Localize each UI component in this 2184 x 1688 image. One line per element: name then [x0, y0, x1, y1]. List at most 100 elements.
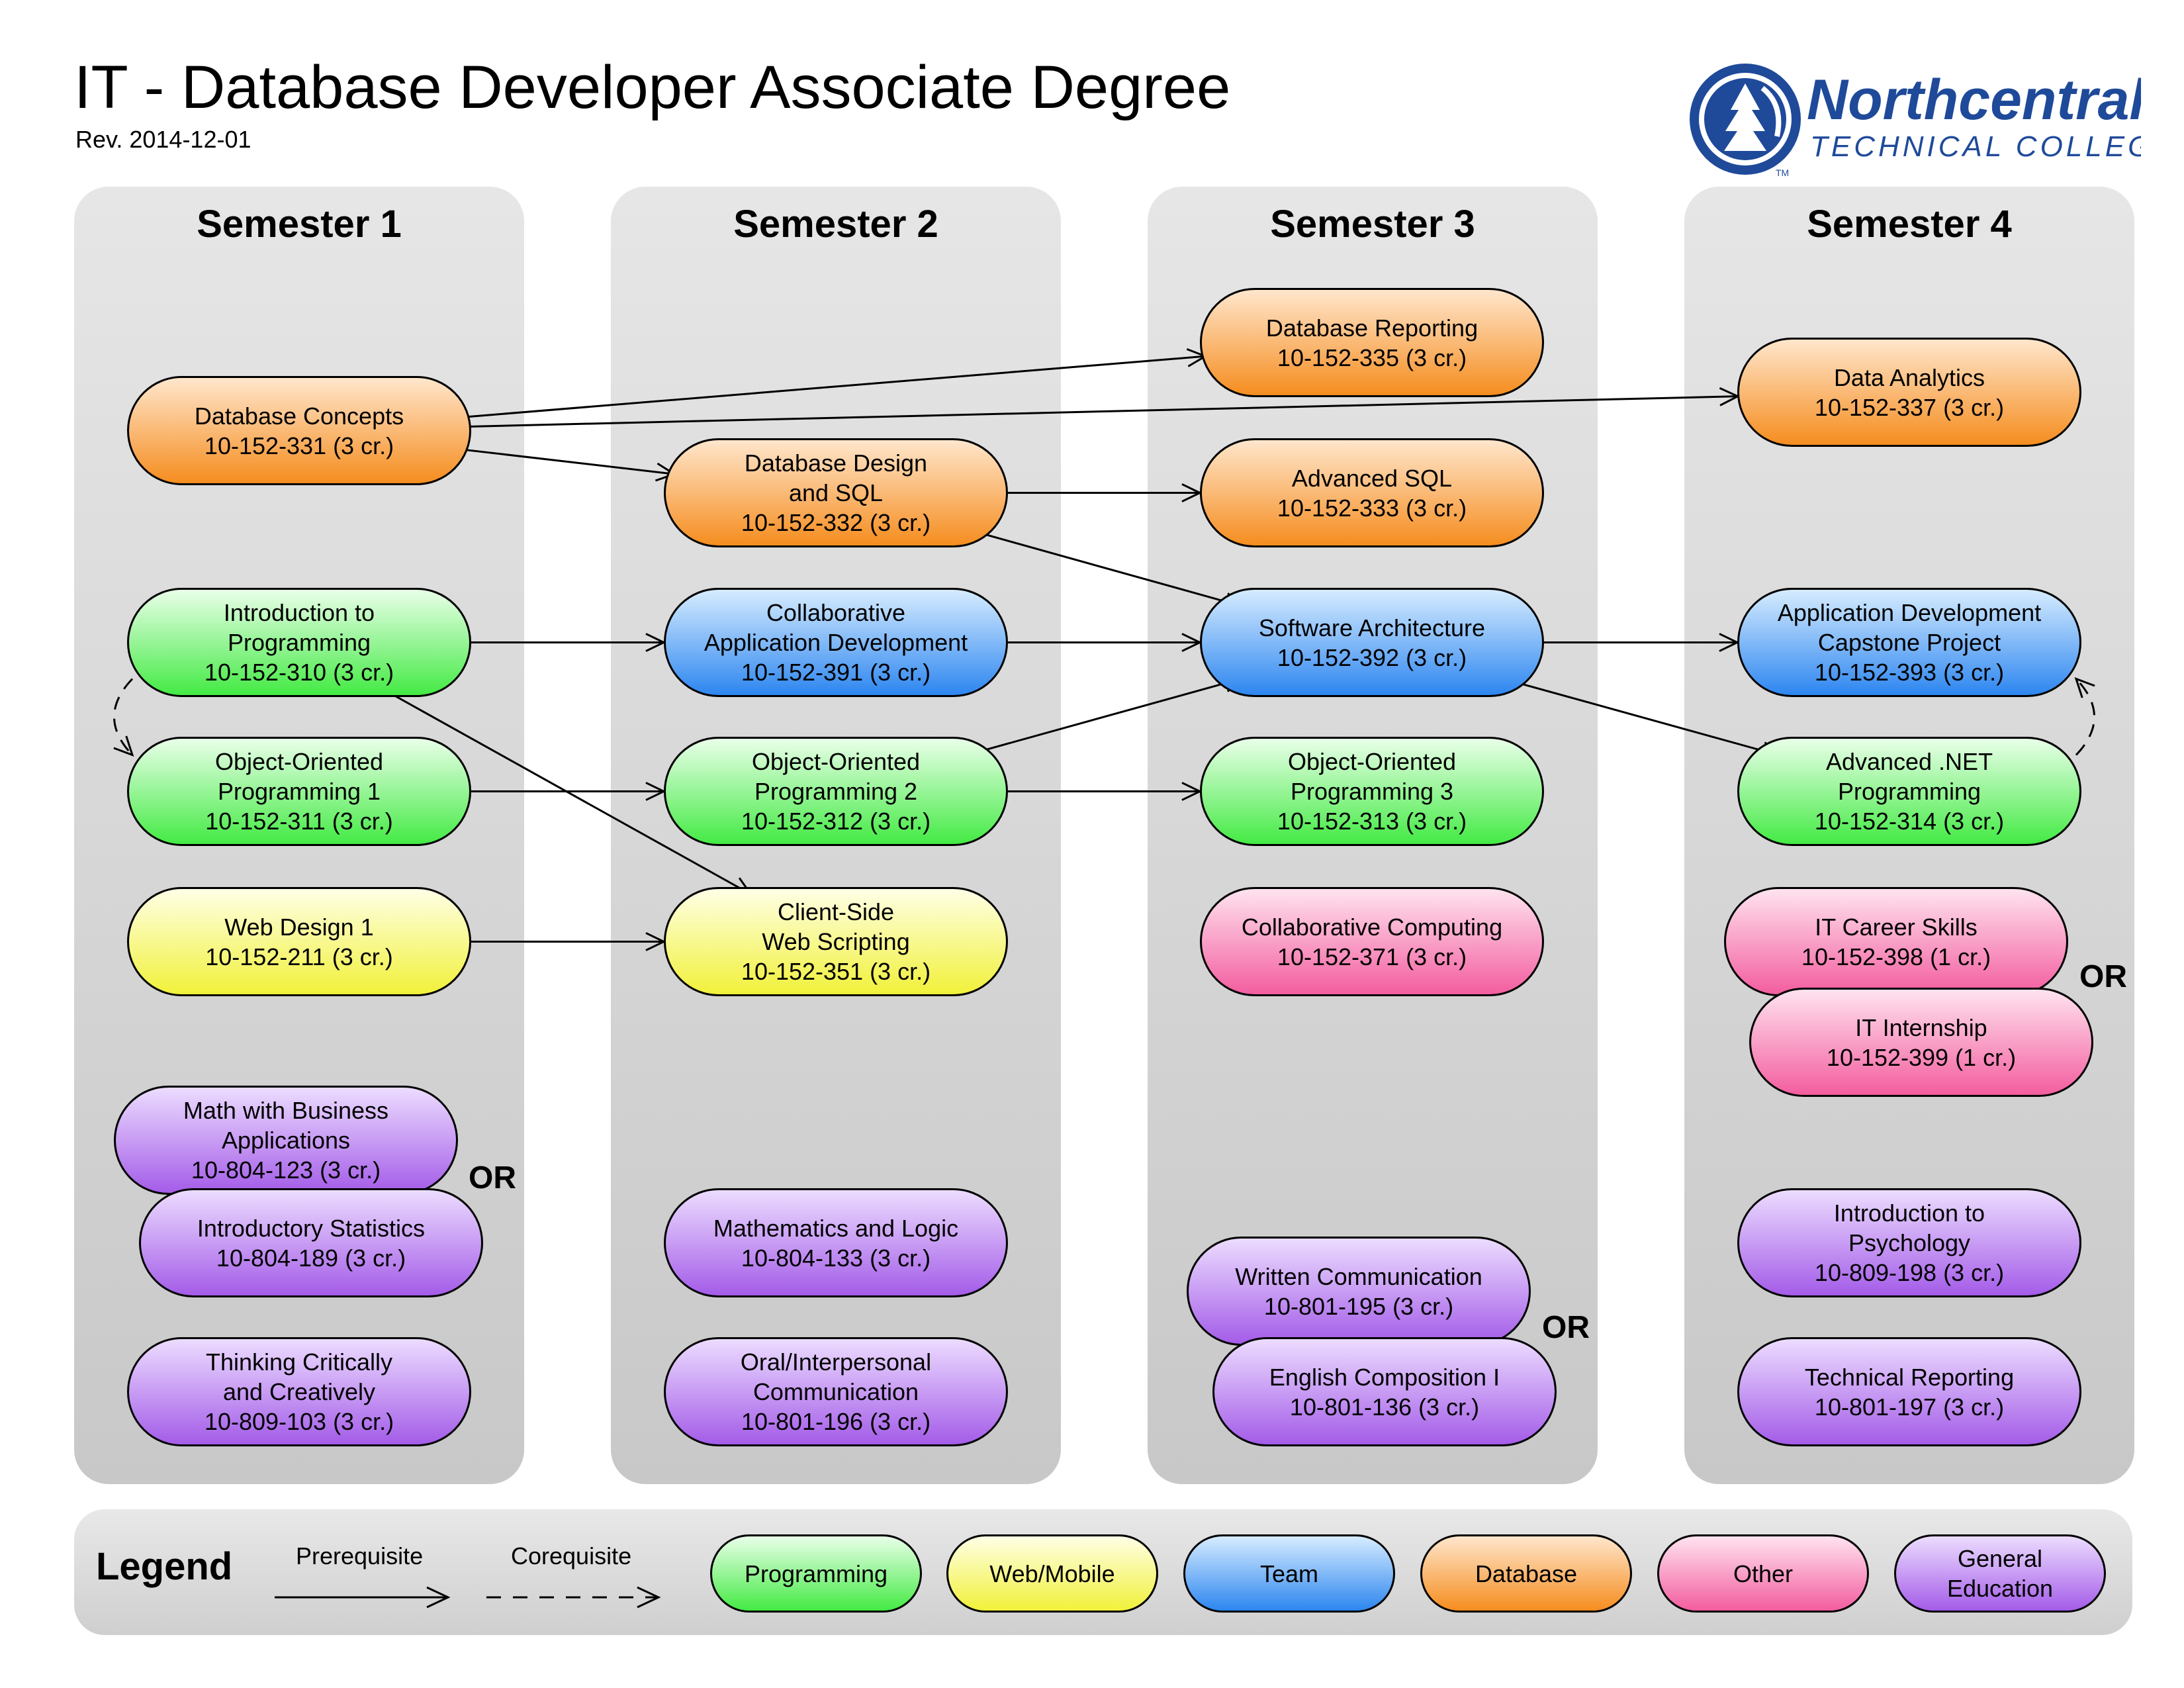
course-name-line: Web Design 1	[224, 913, 374, 941]
prerequisite-arrow	[461, 448, 674, 475]
course-name-line: English Composition I	[1269, 1363, 1500, 1391]
course-name-line: and SQL	[788, 479, 884, 506]
course-code: 10-152-337 (3 cr.)	[1814, 393, 2005, 421]
course-name-line: Collaborative	[766, 599, 906, 626]
logo-subtitle: TECHNICAL COLLEGE	[1810, 130, 2141, 163]
legend-other: Other	[1657, 1534, 1869, 1613]
course-code: 10-801-197 (3 cr.)	[1814, 1393, 2005, 1421]
logo-trademark: TM	[1776, 167, 1789, 178]
course-code: 10-152-333 (3 cr.)	[1277, 494, 1467, 522]
legend-database: Database	[1420, 1534, 1632, 1613]
corequisite-arrowhead	[2074, 677, 2095, 698]
course-code: 10-152-332 (3 cr.)	[741, 509, 931, 536]
course-code: 10-804-123 (3 cr.)	[191, 1156, 381, 1184]
corequisite-arrow	[2075, 678, 2095, 756]
logo-swoosh	[1760, 85, 1782, 137]
course-name-line: Web Scripting	[762, 928, 910, 955]
course-name-line: Advanced SQL	[1291, 464, 1453, 492]
course-name-line: Object-Oriented	[1287, 748, 1457, 775]
course-code: 10-152-331 (3 cr.)	[204, 432, 394, 459]
course-name-line: Advanced .NET	[1825, 748, 1993, 775]
course-name-line: Oral/Interpersonal	[740, 1348, 932, 1376]
course-name-line: Introductory Statistics	[197, 1214, 426, 1242]
prerequisite-arrow	[965, 677, 1243, 757]
course-code: 10-152-351 (3 cr.)	[741, 958, 931, 985]
course-code: 10-152-211 (3 cr.)	[205, 943, 393, 970]
course-name-line: Object-Oriented	[751, 748, 921, 775]
or-label-career: OR	[2079, 959, 2127, 994]
course-code: 10-152-310 (3 cr.)	[204, 659, 394, 686]
course-name-line: Application Development	[1777, 599, 2042, 626]
course-code: 10-801-196 (3 cr.)	[741, 1408, 931, 1435]
pine-tree-icon	[1724, 83, 1766, 151]
course-name-line: Programming	[1837, 778, 1981, 805]
corequisite-arrow	[113, 678, 134, 756]
course-name-line: Psychology	[1848, 1229, 1971, 1256]
course-code: 10-152-399 (1 cr.)	[1826, 1043, 2017, 1071]
legend-prerequisite-label: Prerequisite	[296, 1542, 424, 1570]
prerequisite-arrow	[471, 395, 1738, 428]
legend-programming: Programming	[710, 1534, 922, 1613]
prerequisite-arrow	[964, 528, 1244, 608]
course-name-line: IT Career Skills	[1815, 913, 1978, 941]
course-name-line: Database Design	[744, 449, 928, 477]
revision-date: Rev. 2014-12-01	[75, 126, 251, 153]
course-name-line: Software Architecture	[1258, 614, 1486, 641]
course-code: 10-152-312 (3 cr.)	[741, 808, 931, 835]
course-name-line: Database Reporting	[1265, 314, 1479, 342]
course-name-line: Object-Oriented	[214, 748, 384, 775]
logo-name: Northcentral	[1807, 68, 2141, 132]
legend-prerequisite-arrow	[275, 1586, 451, 1609]
course-name-line: Introduction to	[1833, 1199, 1985, 1227]
course-name-line: Capstone Project	[1817, 629, 2001, 656]
course-name-line: Programming 1	[217, 778, 381, 805]
course-code: 10-801-195 (3 cr.)	[1263, 1292, 1454, 1320]
course-code: 10-152-335 (3 cr.)	[1277, 344, 1467, 371]
course-name-line: Communication	[752, 1378, 919, 1405]
legend-chip-label: Other	[1733, 1560, 1794, 1587]
course-code: 10-809-198 (3 cr.)	[1814, 1259, 2005, 1286]
semester-1-title: Semester 1	[197, 203, 402, 246]
course-name-line: IT Internship	[1855, 1013, 1987, 1041]
legend-chip-label: Team	[1259, 1560, 1319, 1587]
legend-corequisite-label: Corequisite	[511, 1542, 632, 1570]
course-code: 10-152-371 (3 cr.)	[1277, 943, 1467, 970]
course-name-line: Applications	[221, 1127, 351, 1154]
semester-3-title: Semester 3	[1270, 203, 1475, 246]
legend-chip-label: Education	[1946, 1575, 2054, 1602]
or-label-math: OR	[469, 1160, 516, 1196]
course-name-line: Programming 2	[754, 778, 918, 805]
legend-chip-label: Programming	[744, 1560, 888, 1587]
course-name-line: Programming 3	[1290, 778, 1454, 805]
course-name-line: Programming	[227, 629, 371, 656]
